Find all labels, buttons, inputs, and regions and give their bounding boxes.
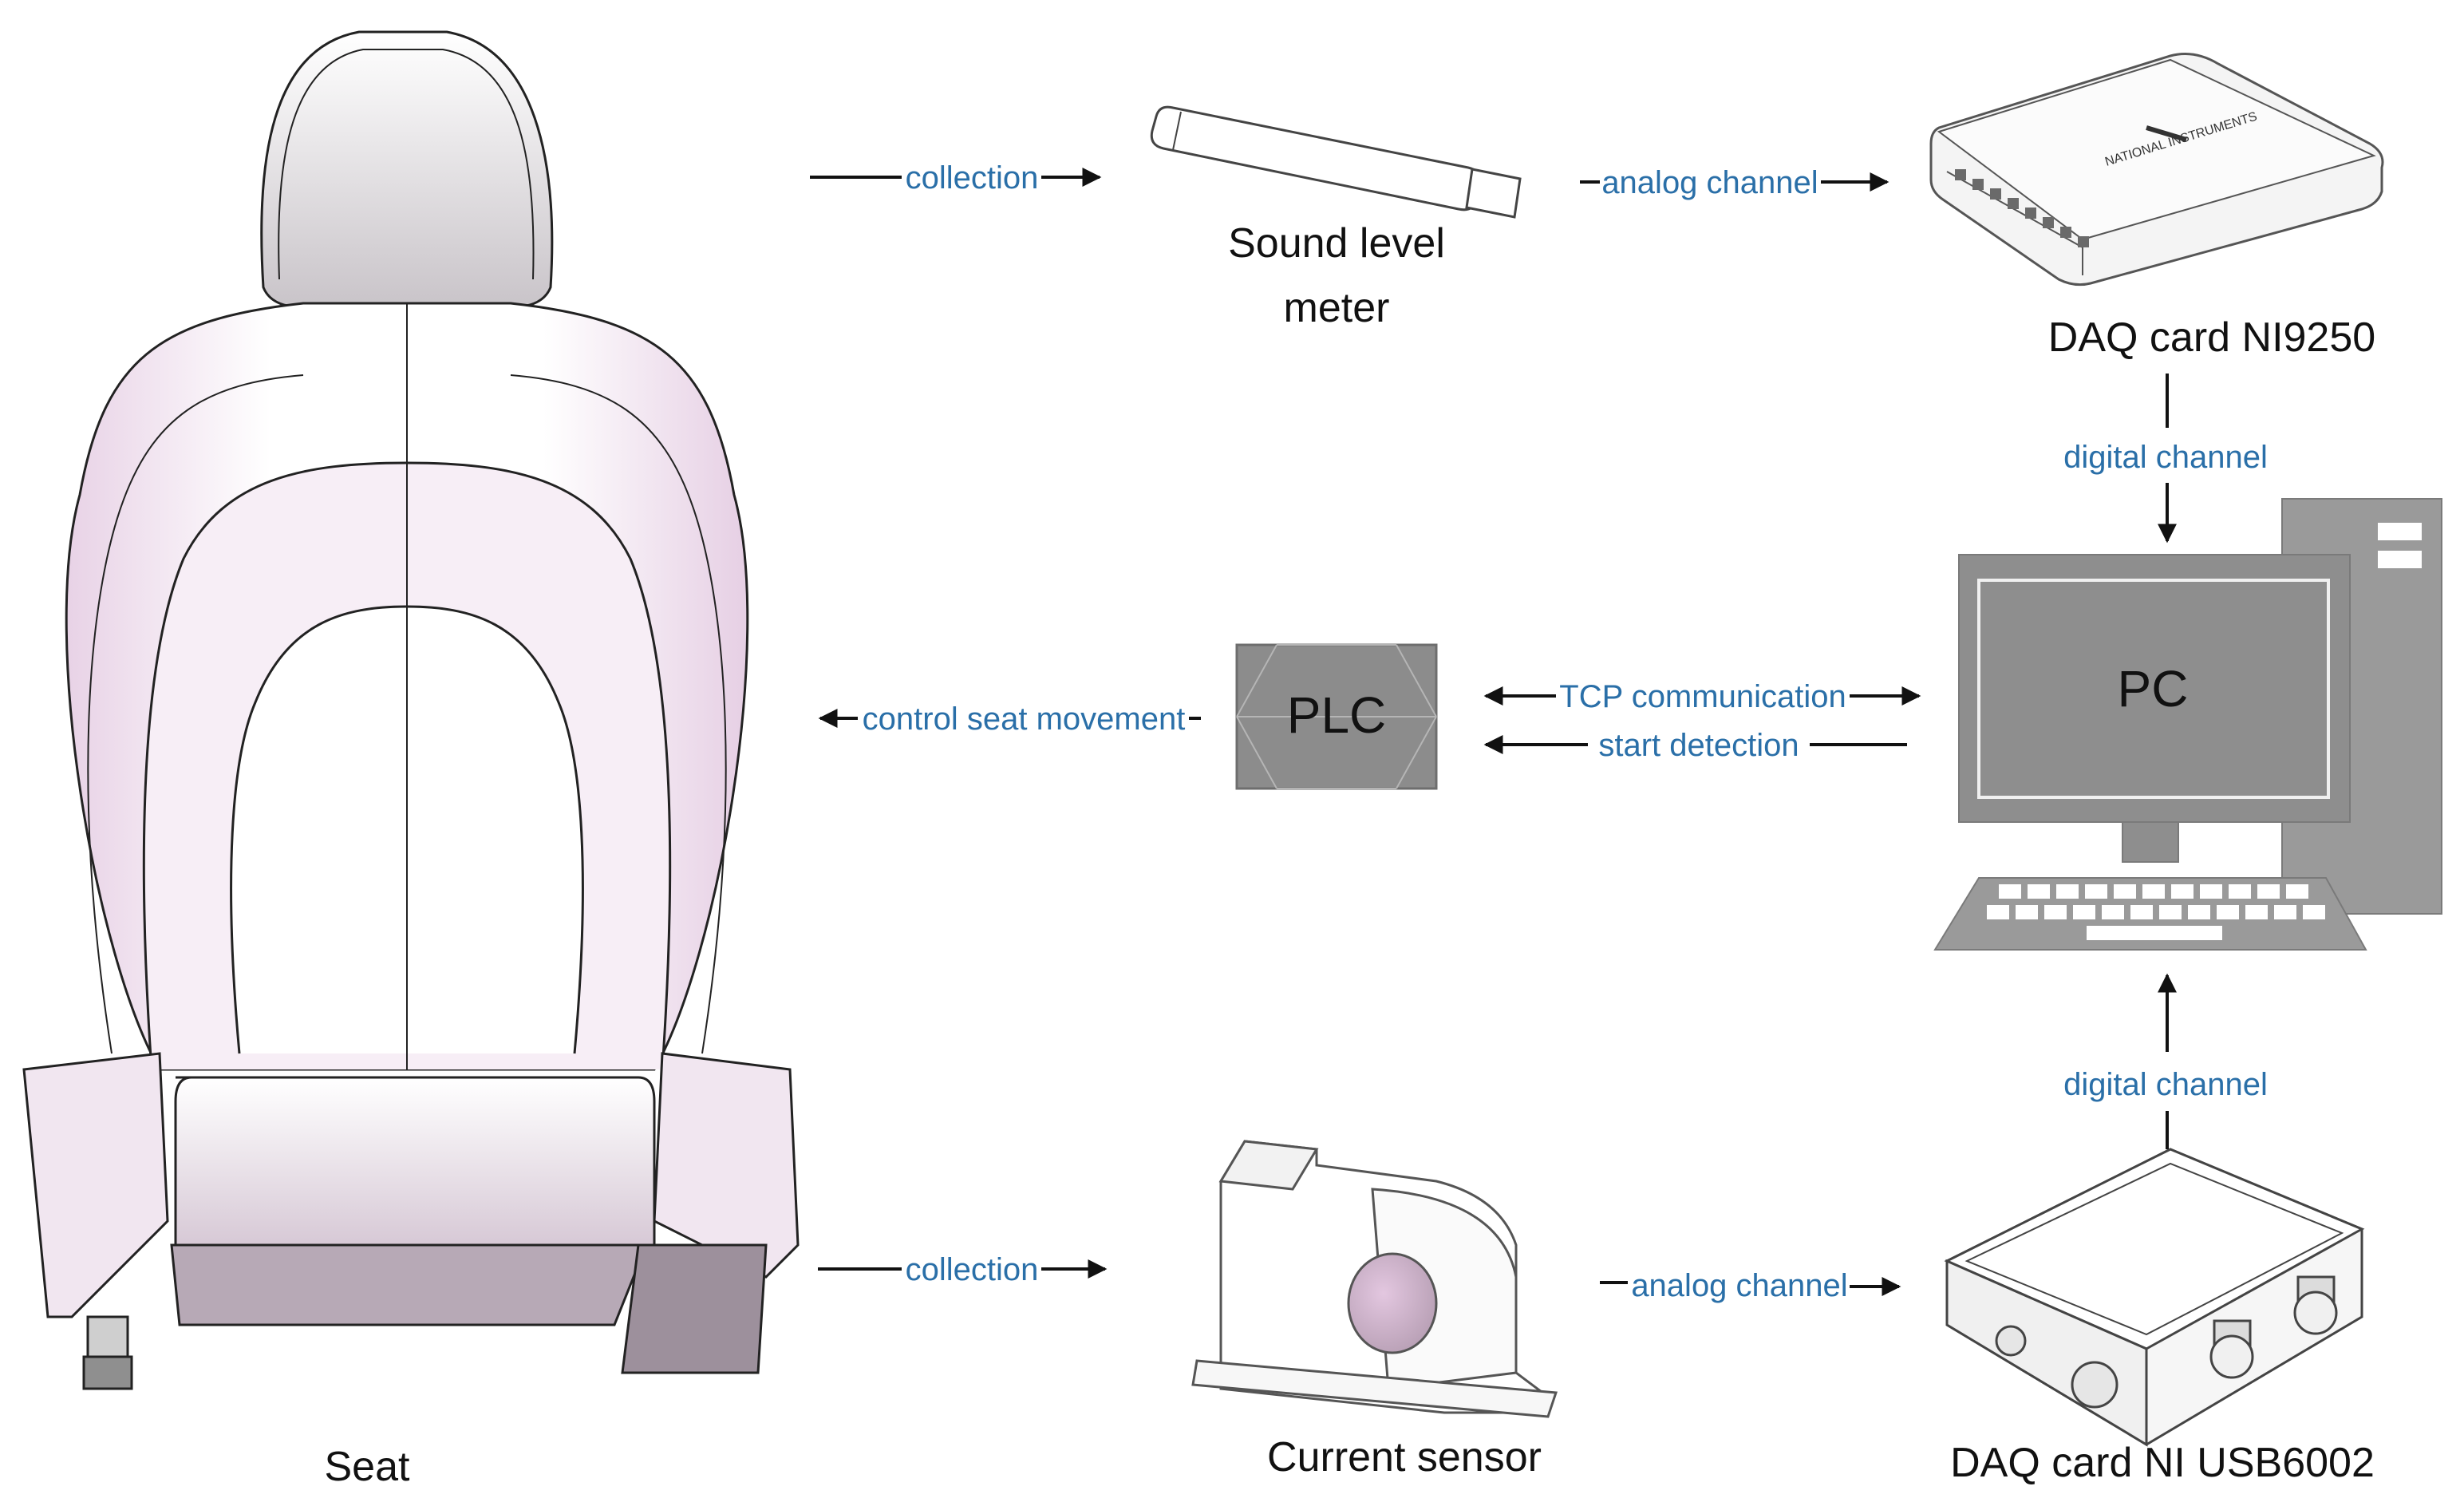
- plc-box: [1235, 643, 1438, 790]
- sound-level-meter-icon: [1150, 105, 1522, 219]
- plc-label: PLC: [1287, 686, 1387, 744]
- current-sensor-label: Current sensor: [1267, 1434, 1542, 1480]
- seat-headrest: [260, 30, 554, 309]
- label-start-detection: start detection: [1598, 728, 1799, 763]
- label-seat-to-sensor: collection: [906, 1252, 1039, 1287]
- label-tcp-communication: TCP communication: [1559, 679, 1846, 714]
- label-seat-to-meter: collection: [906, 160, 1039, 196]
- pc-label: PC: [2118, 660, 2189, 717]
- seat-cushion: [174, 1076, 656, 1247]
- current-sensor-icon: [1191, 1140, 1558, 1418]
- label-daq-to-pc: digital channel: [2063, 440, 2268, 475]
- label-plc-to-seat: control seat movement: [863, 702, 1186, 737]
- seat-label: Seat: [325, 1444, 411, 1490]
- sound-meter-label-line2: meter: [1284, 285, 1390, 331]
- bnc-connector-1: [2209, 1319, 2254, 1379]
- label-sensor-to-daq: analog channel: [1631, 1268, 1847, 1303]
- daq-card-usb6002-icon: [1944, 1148, 2365, 1447]
- daq-card-usb6002-label: DAQ card NI USB6002: [1950, 1440, 2375, 1486]
- sound-meter-label-line1: Sound level: [1228, 220, 1445, 267]
- daq-card-ni9250-label: DAQ card NI9250: [2048, 314, 2375, 361]
- pc-icon: [1933, 498, 2442, 951]
- label-daq-bottom-to-pc: digital channel: [2063, 1067, 2268, 1102]
- bnc-connector-2: [2293, 1275, 2338, 1335]
- daq-card-ni9250-icon: [1929, 53, 2384, 287]
- label-meter-to-daq: analog channel: [1601, 165, 1818, 200]
- seat-illustration: [22, 30, 800, 1390]
